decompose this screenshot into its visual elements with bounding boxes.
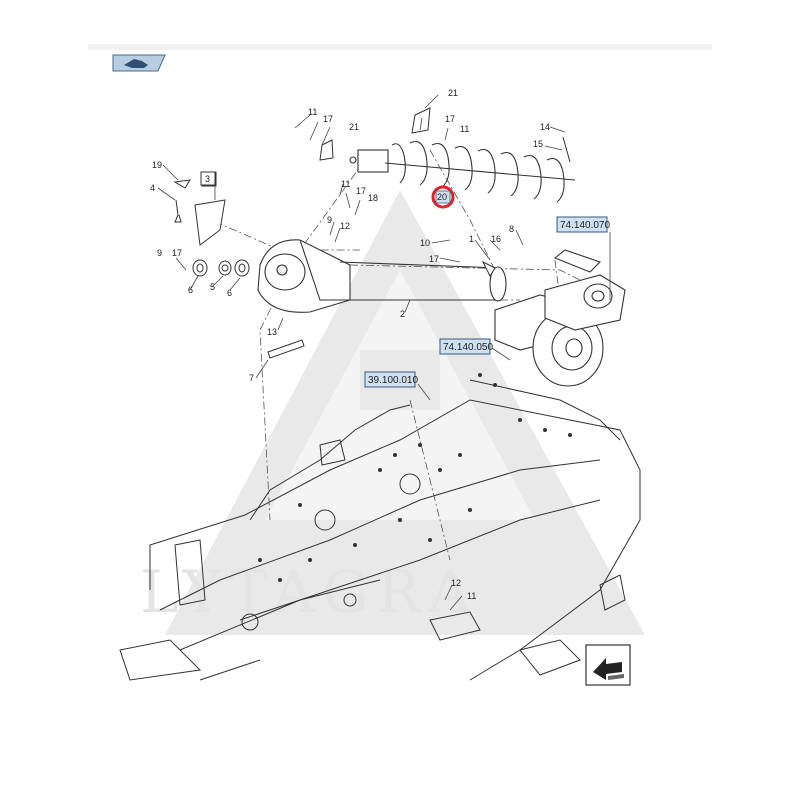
chassis-frame (119, 379, 641, 681)
header-bar (88, 44, 712, 50)
callout-6: 6 (227, 288, 232, 298)
callout-15: 15 (533, 139, 543, 149)
callout-6: 6 (188, 285, 193, 295)
hardware-parts (173, 107, 571, 278)
callout-11: 11 (341, 179, 350, 189)
callout-13: 13 (267, 327, 277, 337)
auger-spiral (349, 140, 576, 203)
watermark: LYTAGRA (140, 190, 645, 635)
callout-17: 17 (445, 114, 455, 124)
callout-17: 17 (323, 114, 333, 124)
callout-9: 9 (327, 215, 332, 225)
svg-text:74.140.070: 74.140.070 (560, 220, 610, 231)
callout-10: 10 (420, 238, 430, 248)
callout-11: 11 (467, 591, 476, 601)
callout-labels: 21 11 17 21 17 11 14 15 19 4 3 11 17 18 … (150, 88, 550, 601)
callout-18: 18 (368, 193, 378, 203)
callout-11: 11 (308, 107, 317, 117)
callout-9: 9 (157, 248, 162, 258)
callout-1: 1 (469, 234, 474, 244)
callout-8: 8 (509, 224, 514, 234)
hand-pointer-icon[interactable] (112, 54, 166, 72)
callout-19: 19 (152, 160, 162, 170)
callout-3-box: 3 (200, 171, 216, 186)
callout-5: 5 (210, 282, 215, 292)
callout-12: 12 (340, 221, 350, 231)
callout-17: 17 (356, 186, 366, 196)
reference-box-74-140-070[interactable]: 74.140.070 (556, 216, 610, 233)
callout-17: 17 (429, 254, 439, 264)
svg-text:74.140.050: 74.140.050 (443, 342, 493, 353)
callout-7: 7 (249, 373, 254, 383)
reference-box-39-100-010[interactable]: 39.100.010 (364, 371, 418, 388)
callout-4: 4 (150, 183, 155, 193)
leader-lines (157, 94, 611, 611)
callout-21: 21 (349, 122, 359, 132)
callout-14: 14 (540, 122, 550, 132)
reference-box-74-140-050[interactable]: 74.140.050 (439, 338, 493, 355)
gearbox-assembly (494, 249, 626, 387)
callout-17: 17 (172, 248, 182, 258)
callout-3: 3 (205, 174, 210, 184)
callout-16: 16 (491, 234, 501, 244)
callout-20: 20 (437, 192, 447, 202)
strip-part (267, 339, 305, 359)
auger-housing (257, 239, 507, 313)
arrow-navigation-icon[interactable] (585, 644, 631, 686)
highlight-part-20[interactable]: 20 (431, 185, 455, 209)
callout-21: 21 (448, 88, 458, 98)
frame-holes (258, 373, 572, 582)
svg-text:39.100.010: 39.100.010 (368, 375, 418, 386)
callout-11: 11 (460, 124, 469, 134)
callout-12: 12 (451, 578, 461, 588)
callout-2: 2 (400, 309, 405, 319)
watermark-text: LYTAGRA (140, 558, 478, 626)
